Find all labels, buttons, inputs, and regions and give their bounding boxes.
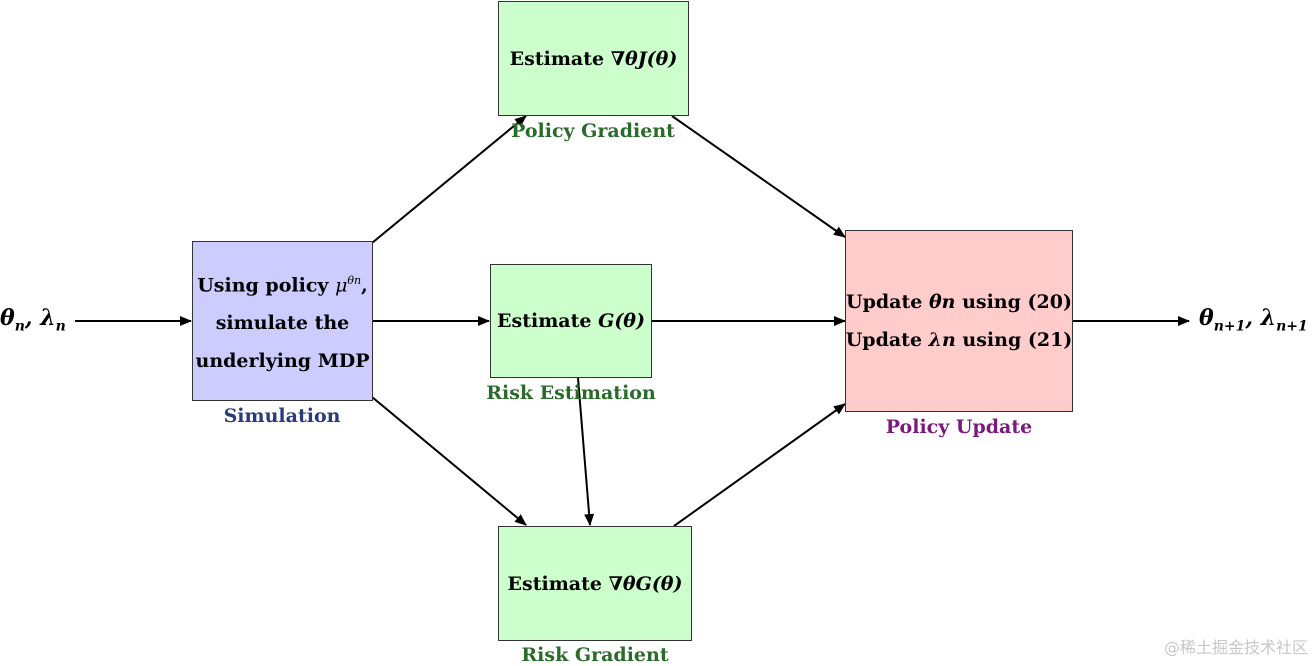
policy-update-box: Update θn using (20) Update λn using (21… [845, 230, 1073, 412]
arrow-risk-estimation-to-risk-gradient [577, 377, 595, 526]
arrow-simulation-to-risk-gradient [371, 396, 527, 526]
watermark: @稀土掘金技术社区 [1163, 638, 1308, 657]
simulation-box: Using policy μθn, simulate the underlyin… [192, 241, 373, 401]
policy-gradient-caption: Policy Gradient [511, 120, 675, 142]
risk-estimation-text: Estimate G(θ) [497, 310, 645, 332]
simulation-line-3: underlying MDP [195, 350, 370, 373]
output-label: θn+1, λn+1 [1199, 305, 1308, 335]
policy-gradient-text: Estimate ∇θJ(θ) [509, 47, 678, 70]
policy-update-line-2: Update λn using (21) [845, 329, 1073, 351]
arrow-risk-gradient-to-update [673, 403, 846, 527]
risk-estimation-caption: Risk Estimation [486, 382, 656, 404]
simulation-caption: Simulation [223, 405, 341, 427]
simulation-line-2: simulate the [215, 312, 350, 335]
policy-update-line-1: Update θn using (20) [846, 291, 1072, 313]
risk-estimation-box: Estimate G(θ) [490, 264, 652, 378]
risk-gradient-box: Estimate ∇θG(θ) [498, 526, 692, 641]
arrow-policy-gradient-to-update [671, 115, 846, 238]
policy-gradient-box: Estimate ∇θJ(θ) [498, 1, 689, 116]
arrow-simulation-to-policy-gradient [371, 115, 527, 244]
input-label: θn, λn [0, 305, 66, 335]
risk-gradient-text: Estimate ∇θG(θ) [507, 572, 683, 595]
risk-gradient-caption: Risk Gradient [521, 644, 669, 666]
policy-update-caption: Policy Update [885, 416, 1033, 438]
simulation-line-1: Using policy μθn, [197, 273, 368, 297]
